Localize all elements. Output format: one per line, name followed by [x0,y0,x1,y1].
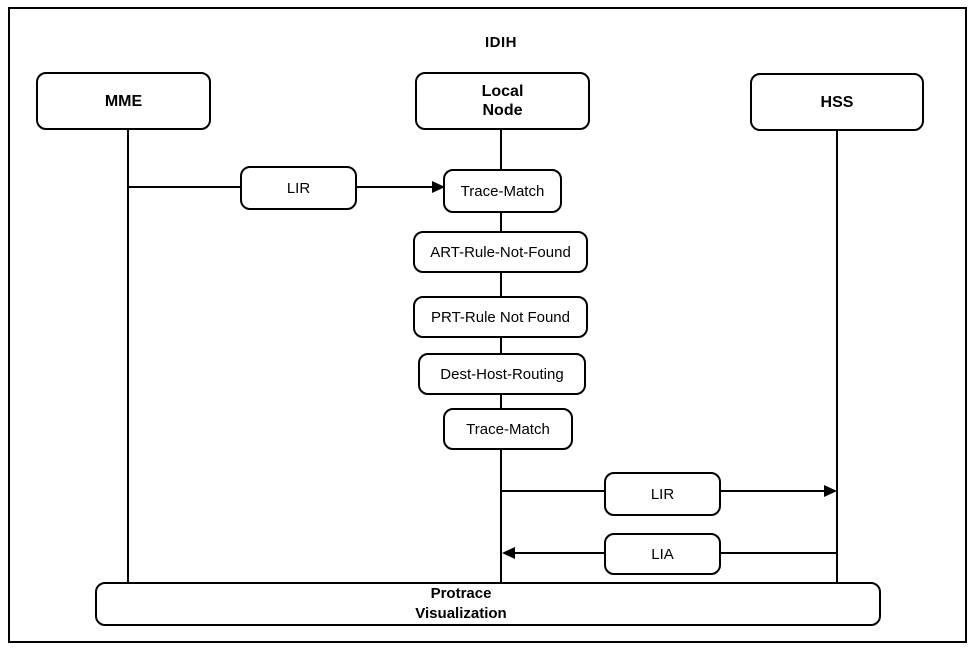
activity-trace-match-1: Trace-Match [443,169,562,213]
entity-mme-label: MME [104,92,143,110]
diagram-title: IDIH [485,34,517,51]
activity-trace-match-2: Trace-Match [443,408,573,450]
entity-hss-label: HSS [820,93,854,111]
message-lir-to-hss-label: LIR [650,485,675,503]
diagram-border [8,7,967,643]
arrowhead-right-icon [824,485,837,497]
entity-local-node-label: Local Node [481,83,524,119]
message-lir-request: LIR [240,166,357,210]
message-lia-from-hss: LIA [604,533,721,575]
message-lir-request-label: LIR [286,179,311,197]
message-lia-from-hss-label: LIA [651,545,674,563]
activity-trace-match-2-label: Trace-Match [466,420,550,438]
activity-prt-rule-not-found-label: PRT-Rule Not Found [431,308,570,326]
entity-hss: HSS [750,73,924,131]
activity-dest-host-routing: Dest-Host-Routing [418,353,586,395]
activity-art-rule-not-found-label: ART-Rule-Not-Found [430,243,571,261]
arrowhead-left-icon [502,547,515,559]
activity-prt-rule-not-found: PRT-Rule Not Found [413,296,588,338]
message-lir-to-hss: LIR [604,472,721,516]
activity-dest-host-routing-label: Dest-Host-Routing [440,365,564,383]
protrace-visualization-label: Protrace Visualization [415,585,507,622]
activity-trace-match-1-label: Trace-Match [460,182,545,200]
activity-art-rule-not-found: ART-Rule-Not-Found [413,231,588,273]
mme-lifeline [127,130,129,582]
arrowhead-right-icon [432,181,445,193]
entity-mme: MME [36,72,211,130]
hss-lifeline [836,131,838,582]
protrace-visualization-box [95,582,881,626]
entity-local-node: Local Node [415,72,590,130]
